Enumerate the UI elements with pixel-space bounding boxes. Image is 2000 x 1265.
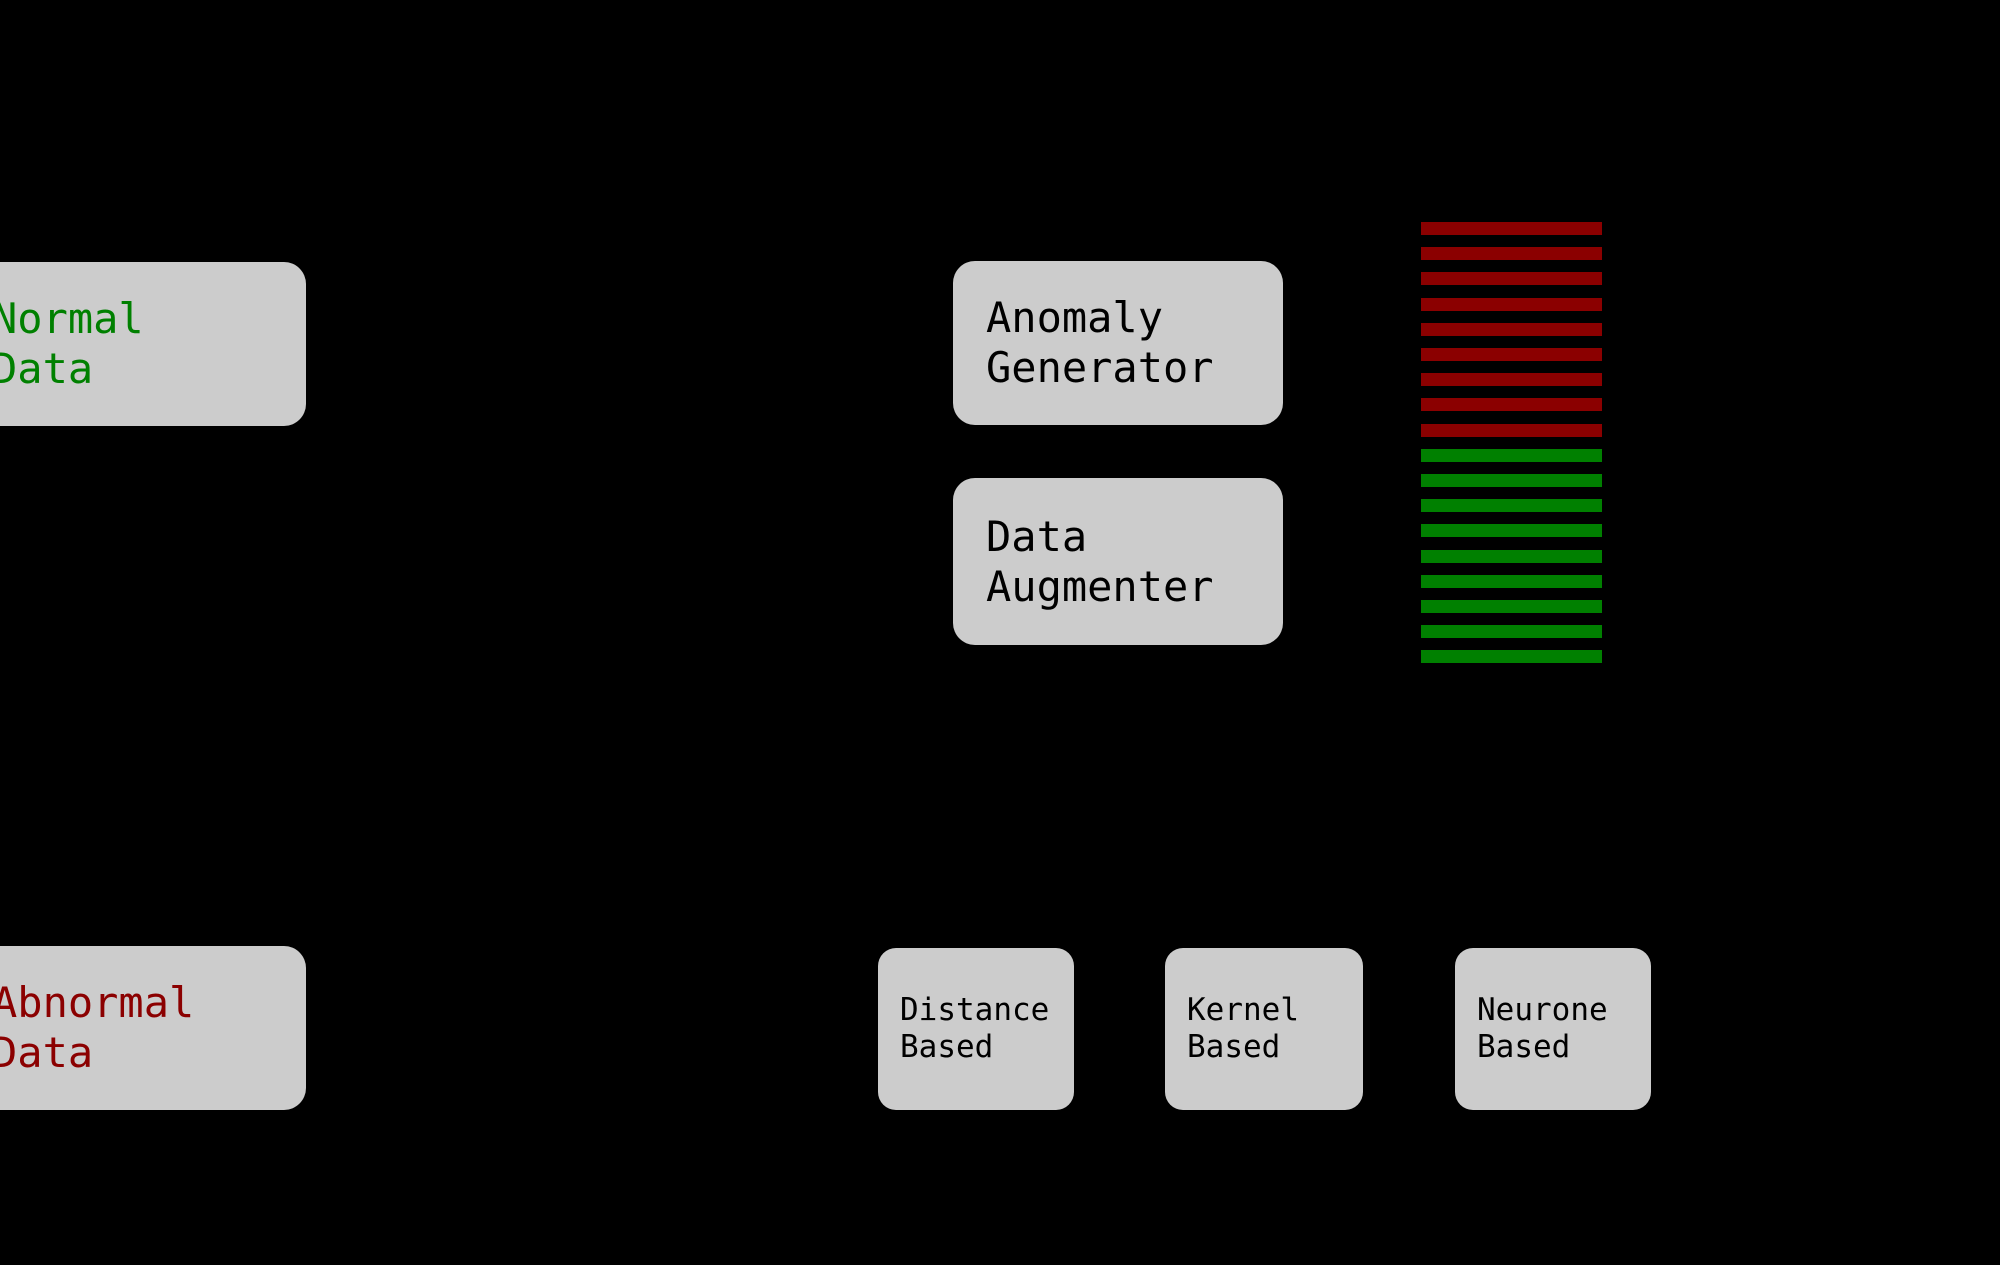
stripe-normal-sample xyxy=(1421,499,1602,513)
node-neurone-based-line2: Based xyxy=(1477,1029,1571,1065)
stripe-normal-sample xyxy=(1421,574,1602,588)
stripe-normal-sample xyxy=(1421,650,1602,664)
stripe-normal-sample xyxy=(1421,625,1602,639)
node-data-augmenter-line2: Augmenter xyxy=(986,561,1214,611)
stripe-abnormal-sample xyxy=(1421,272,1602,286)
node-abnormal-data[interactable]: Abnormal Data xyxy=(0,946,306,1110)
stripe-abnormal-sample xyxy=(1421,348,1602,361)
node-distance-based-line1: Distance xyxy=(900,992,1050,1029)
node-data-augmenter[interactable]: Data Augmenter xyxy=(953,478,1283,645)
stripe-abnormal-sample xyxy=(1421,373,1602,387)
node-anomaly-generator-line1: Anomaly xyxy=(986,293,1164,343)
stripe-abnormal-sample xyxy=(1421,297,1602,311)
node-distance-based-line2: Based xyxy=(900,1029,994,1065)
node-anomaly-generator-line2: Generator xyxy=(986,343,1214,392)
node-normal-data-line1: Normal xyxy=(0,294,144,344)
node-abnormal-data-line2: Data xyxy=(0,1028,94,1077)
stripe-abnormal-sample xyxy=(1421,247,1602,261)
node-data-augmenter-line1: Data xyxy=(986,511,1088,561)
dataset-stripes xyxy=(1421,222,1602,692)
stripe-normal-sample xyxy=(1421,600,1602,613)
node-anomaly-generator[interactable]: Anomaly Generator xyxy=(953,261,1283,425)
node-kernel-based-line2: Based xyxy=(1187,1029,1281,1065)
stripe-abnormal-sample xyxy=(1421,322,1602,336)
stripe-normal-sample xyxy=(1421,474,1602,487)
node-abnormal-data-line1: Abnormal xyxy=(0,978,195,1028)
node-kernel-based[interactable]: Kernel Based xyxy=(1165,948,1363,1110)
node-normal-data[interactable]: Normal Data xyxy=(0,262,306,426)
node-normal-data-line2: Data xyxy=(0,344,94,393)
node-distance-based[interactable]: Distance Based xyxy=(878,948,1074,1110)
stripe-abnormal-sample xyxy=(1421,398,1602,412)
stripe-normal-sample xyxy=(1421,524,1602,538)
stripe-normal-sample xyxy=(1421,448,1602,462)
stripe-normal-sample xyxy=(1421,549,1602,563)
node-neurone-based[interactable]: Neurone Based xyxy=(1455,948,1651,1110)
node-kernel-based-line1: Kernel xyxy=(1187,992,1299,1029)
stripe-abnormal-sample xyxy=(1421,222,1602,235)
node-neurone-based-line1: Neurone xyxy=(1477,992,1608,1029)
stripe-abnormal-sample xyxy=(1421,423,1602,437)
